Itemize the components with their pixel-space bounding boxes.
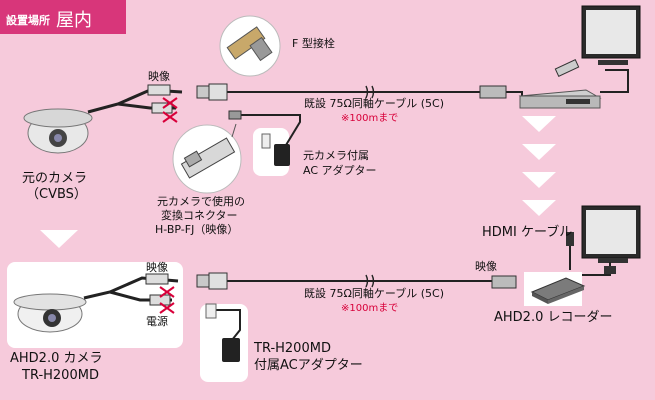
top-recorder-graphic bbox=[518, 89, 602, 109]
new-adapter-cable bbox=[212, 309, 241, 341]
orig-adapter-cable bbox=[235, 114, 301, 151]
video-label-bottom-right: 映像 bbox=[475, 260, 497, 273]
cable-note-bottom: ※100mまで bbox=[341, 303, 399, 314]
location-tag: 設置場所 屋内 bbox=[0, 0, 126, 34]
converter-label-2: 変換コネクター bbox=[161, 209, 238, 222]
location-value: 屋内 bbox=[56, 10, 92, 31]
new-adapter-label-2: 付属ACアダプター bbox=[254, 358, 363, 373]
new-camera-graphic bbox=[13, 293, 87, 333]
video-label-top: 映像 bbox=[148, 70, 170, 83]
power-label-bottom: 電源 bbox=[146, 315, 168, 328]
bottom-recorder-graphic bbox=[524, 272, 586, 306]
new-camera-label-2: TR-H200MD bbox=[22, 368, 99, 383]
top-tv-graphic bbox=[581, 5, 641, 65]
converter-label-3: H-BP-FJ（映像） bbox=[155, 223, 239, 236]
disconnect-mark-top bbox=[162, 97, 178, 123]
top-hdmi-cable bbox=[600, 69, 629, 93]
cable-label-top: 既設 75Ω同軸ケーブル (5C) bbox=[304, 97, 444, 110]
orig-camera-label-2: （CVBS） bbox=[26, 187, 87, 202]
flow-arrow-left bbox=[40, 230, 78, 248]
bottom-tv-graphic bbox=[581, 205, 641, 263]
converter-label-1: 元カメラで使用の bbox=[157, 195, 245, 208]
f-connector-label: F 型接栓 bbox=[292, 37, 335, 50]
new-adapter-label-1: TR-H200MD bbox=[254, 341, 331, 356]
f-connector-top bbox=[196, 83, 507, 101]
orig-camera-label-1: 元のカメラ bbox=[22, 171, 88, 186]
flow-arrow-right-2 bbox=[522, 144, 556, 160]
cable-label-bottom: 既設 75Ω同軸ケーブル (5C) bbox=[304, 287, 444, 300]
flow-arrow-right-4 bbox=[522, 200, 556, 216]
disconnect-mark-bottom bbox=[159, 286, 175, 314]
cable-note-top: ※100mまで bbox=[341, 113, 399, 124]
location-label: 設置場所 bbox=[6, 14, 50, 27]
video-label-bottom-left: 映像 bbox=[146, 261, 168, 274]
hdmi-cable-label: HDMI ケーブル bbox=[482, 225, 573, 240]
recorder-label: AHD2.0 レコーダー bbox=[494, 310, 613, 325]
flow-arrow-right-3 bbox=[522, 172, 556, 188]
orig-camera-graphic bbox=[23, 108, 93, 154]
new-camera-label-1: AHD2.0 カメラ bbox=[10, 351, 103, 366]
flow-arrow-right-1 bbox=[522, 116, 556, 132]
orig-adapter-label-2: AC アダプター bbox=[303, 164, 377, 177]
orig-adapter-label-1: 元カメラ付属 bbox=[303, 149, 369, 162]
